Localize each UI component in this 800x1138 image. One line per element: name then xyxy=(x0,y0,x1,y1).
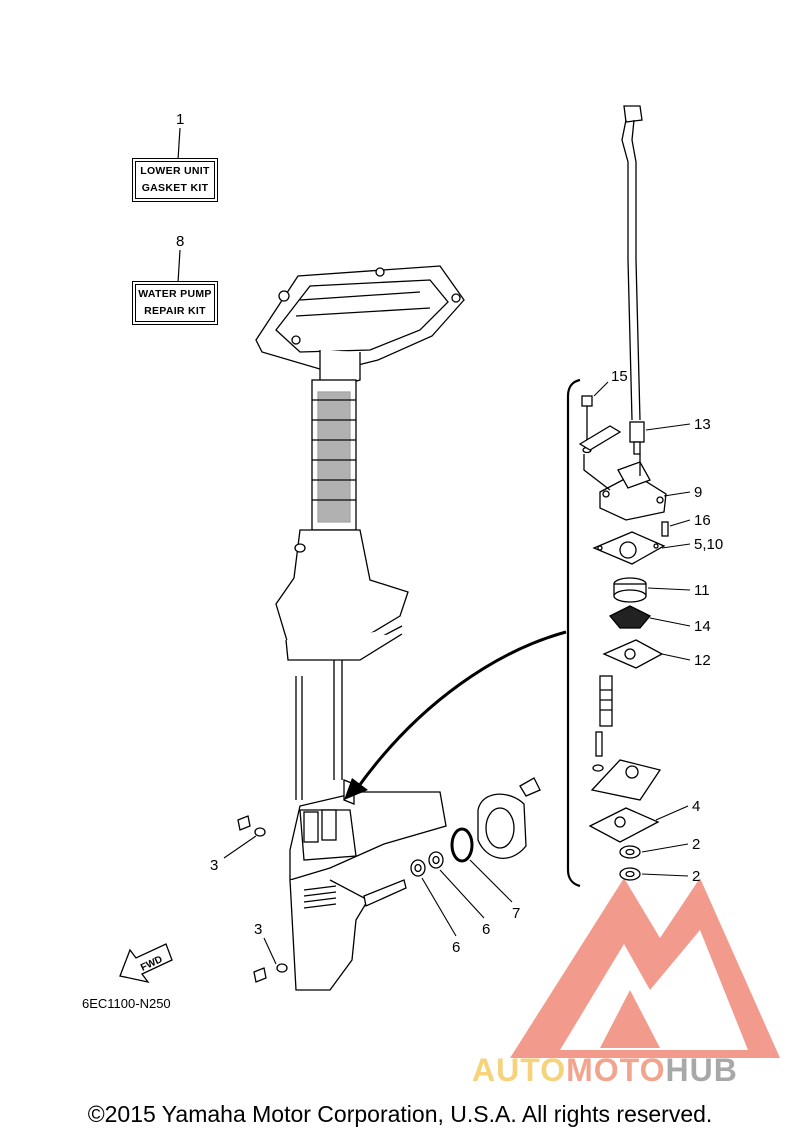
kit-pump-line1: WATER PUMP xyxy=(138,288,212,300)
watermark-auto: AUTO xyxy=(472,1052,567,1088)
callout-6b: 6 xyxy=(482,921,490,938)
callout-13: 13 xyxy=(694,416,711,433)
kit-pump-line2: REPAIR KIT xyxy=(144,305,206,317)
callout-1: 1 xyxy=(176,111,184,128)
prop-parts xyxy=(237,777,541,983)
callout-2b: 2 xyxy=(692,868,700,885)
fwd-arrow-icon: FWD xyxy=(119,943,173,983)
watermark-text: AUTOMOTOHUB xyxy=(472,1052,738,1089)
callout-7: 7 xyxy=(512,905,520,922)
callout-15: 15 xyxy=(611,368,628,385)
callout-9: 9 xyxy=(694,484,702,501)
upper-casing xyxy=(255,265,465,800)
callout-3a: 3 xyxy=(210,857,218,874)
kit-gasket-line2: GASKET KIT xyxy=(141,182,209,194)
assembly-arrow xyxy=(354,630,567,791)
callout-16: 16 xyxy=(694,512,711,529)
callout-6a: 6 xyxy=(452,939,460,956)
leader-lines xyxy=(223,381,691,965)
kit-box-gasket: LOWER UNIT GASKET KIT xyxy=(132,158,218,202)
watermark-hub: HUB xyxy=(665,1052,738,1088)
water-tube xyxy=(621,105,643,421)
pump-parts xyxy=(578,395,669,881)
kit-gasket-line1: LOWER UNIT xyxy=(140,165,210,177)
callout-5-10: 5,10 xyxy=(694,536,723,553)
kit-box-water-pump: WATER PUMP REPAIR KIT xyxy=(132,281,218,325)
callout-8: 8 xyxy=(176,233,184,250)
callout-11: 11 xyxy=(694,582,710,599)
lower-casing xyxy=(289,779,447,991)
callout-3b: 3 xyxy=(254,921,262,938)
callout-2a: 2 xyxy=(692,836,700,853)
kit-bracket xyxy=(566,378,581,888)
callout-14: 14 xyxy=(694,618,711,635)
watermark-moto: MOTO xyxy=(566,1052,666,1088)
part-code: 6EC1100-N250 xyxy=(82,996,171,1011)
automotohub-logo-icon xyxy=(510,878,780,1058)
callout-4: 4 xyxy=(692,798,700,815)
copyright-notice: ©2015 Yamaha Motor Corporation, U.S.A. A… xyxy=(87,1101,713,1127)
callout-12: 12 xyxy=(694,652,711,669)
